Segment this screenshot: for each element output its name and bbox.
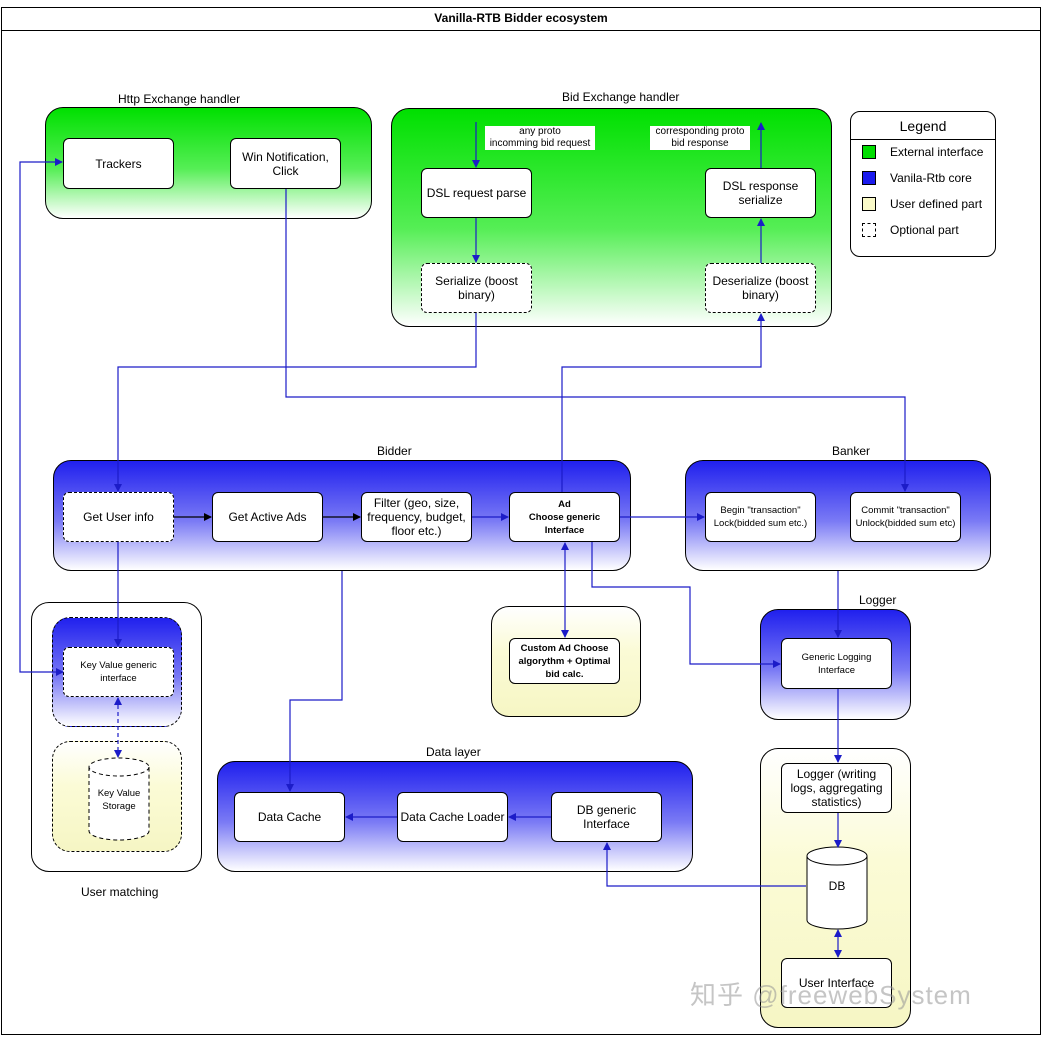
outgoing-response-note: corresponding proto bid response	[650, 126, 750, 150]
filter-box: Filter (geo, size, frequency, budget, fl…	[361, 492, 472, 542]
db-generic-interface-box: DB generic Interface	[551, 792, 662, 842]
trackers-box: Trackers	[63, 138, 174, 189]
legend-swatch-external	[862, 145, 876, 159]
legend-swatch-user-defined	[862, 197, 876, 211]
win-notification-box: Win Notification, Click	[230, 138, 341, 189]
custom-ad-box: Custom Ad Choose algorythm + Optimal bid…	[509, 638, 620, 684]
legend-item-optional: Optional part	[862, 222, 959, 238]
outgoing-note-line1: corresponding proto	[655, 126, 745, 137]
key-value-interface-box: Key Value generic interface	[63, 647, 174, 697]
legend-item-user-defined: User defined part	[862, 196, 982, 212]
legend-item-core: Vanila-Rtb core	[862, 170, 972, 186]
get-active-ads-box: Get Active Ads	[212, 492, 323, 542]
http-exchange-label: Http Exchange handler	[118, 92, 241, 106]
dsl-response-serialize-box: DSL response serialize	[705, 168, 816, 218]
ad-box: Ad Choose generic Interface	[509, 492, 620, 542]
db-text: DB	[828, 879, 846, 893]
dsl-request-parse-box: DSL request parse	[421, 168, 532, 218]
data-layer-label: Data layer	[426, 745, 481, 759]
diagram-title: Vanilla-RTB Bidder ecosystem	[1, 7, 1041, 31]
serialize-box: Serialize (boost binary)	[421, 263, 532, 313]
generic-logging-box: Generic Logging Interface	[781, 638, 892, 689]
data-cache-box: Data Cache	[234, 792, 345, 842]
get-user-info-box: Get User info	[63, 492, 174, 542]
legend: Legend External interface Vanila-Rtb cor…	[850, 111, 996, 257]
diagram-frame	[1, 7, 1041, 1035]
deserialize-box: Deserialize (boost binary)	[705, 263, 816, 313]
key-value-storage-text: Key Value Storage	[97, 788, 141, 812]
bidder-label: Bidder	[377, 444, 412, 458]
ad-box-subtitle: Choose generic Interface	[528, 511, 601, 536]
legend-label-external: External interface	[890, 145, 984, 159]
incoming-note-line1: any proto	[519, 126, 561, 137]
legend-label-core: Vanila-Rtb core	[890, 171, 972, 185]
legend-swatch-core	[862, 171, 876, 185]
incoming-note-line2: incomming bid request	[489, 138, 591, 149]
key-value-storage-cylinder	[88, 757, 150, 841]
legend-divider	[851, 139, 995, 140]
legend-swatch-optional	[862, 223, 876, 237]
logger-writing-box: Logger (writing logs, aggregating statis…	[781, 763, 892, 813]
legend-item-external: External interface	[862, 144, 983, 160]
legend-title: Legend	[899, 118, 947, 134]
legend-label-optional: Optional part	[890, 223, 959, 237]
bid-exchange-label: Bid Exchange handler	[562, 90, 680, 104]
begin-transaction-box: Begin "transaction" Lock(bidded sum etc.…	[705, 492, 816, 542]
user-matching-label: User matching	[81, 885, 159, 899]
banker-label: Banker	[832, 444, 871, 458]
db-cylinder	[806, 846, 868, 930]
logger-label: Logger	[859, 593, 897, 607]
commit-transaction-box: Commit "transaction" Unlock(bidded sum e…	[850, 492, 961, 542]
watermark-text: 知乎 @freewebSystem	[690, 980, 972, 1010]
outgoing-note-line2: bid response	[671, 138, 729, 149]
user-interface-box: User Interface	[781, 958, 892, 1008]
incoming-request-note: any proto incomming bid request	[485, 126, 595, 150]
data-cache-loader-box: Data Cache Loader	[397, 792, 508, 842]
ad-box-title: Ad	[558, 498, 571, 510]
legend-label-user-defined: User defined part	[890, 197, 983, 211]
